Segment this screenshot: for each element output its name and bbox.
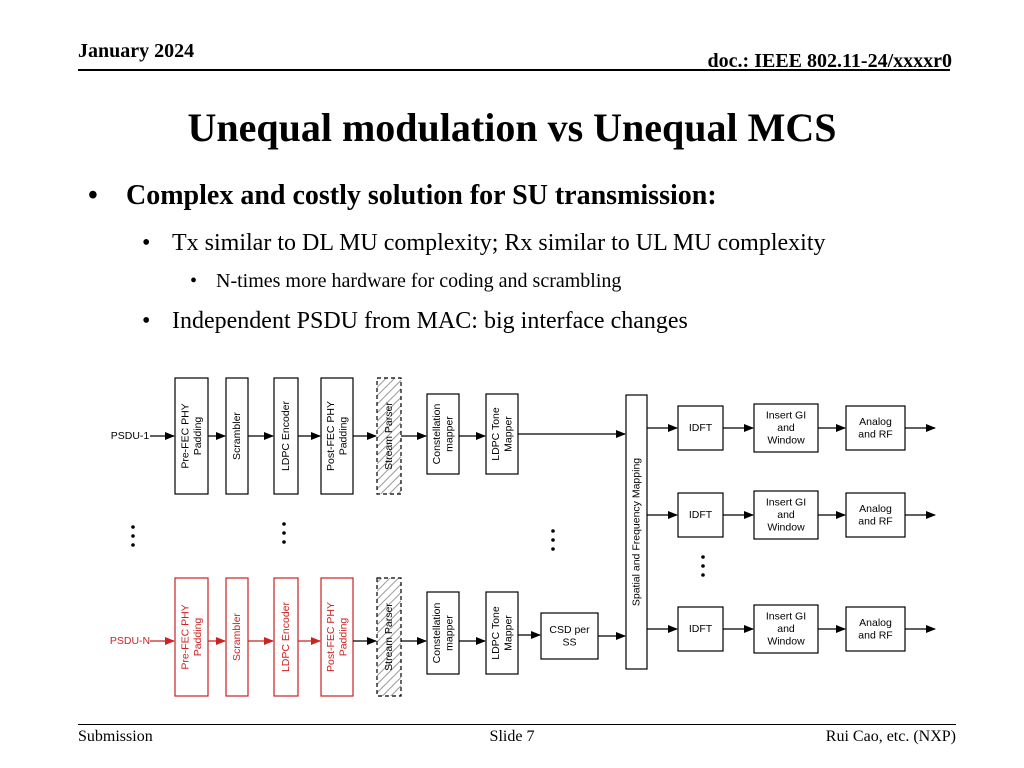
ldpc-label: LDPC Encoder: [280, 400, 292, 471]
psdu-input-label: PSDU-N: [110, 635, 150, 647]
header-doc-id: doc.: IEEE 802.11-24/xxxxr0: [707, 50, 952, 72]
idft-label: IDFT: [689, 623, 713, 635]
prefec-label: Padding: [192, 618, 204, 657]
ellipsis-dots: [701, 555, 705, 559]
insert-gi-window-label: Insert GI: [766, 611, 806, 623]
insert-gi-window-label: Window: [767, 636, 805, 648]
bullet-level2-second: • Independent PSDU from MAC: big interfac…: [142, 308, 688, 335]
prefec-label: Padding: [192, 417, 204, 456]
ellipsis-dots: [551, 538, 555, 542]
scrambler-block: [225, 577, 249, 697]
insert-gi-window-label: and: [777, 509, 795, 521]
scrambler-label: Scrambler: [231, 412, 243, 460]
footer-slide-number: Slide 7: [489, 728, 535, 745]
analog-rf-block: [845, 492, 906, 538]
csd-per-ss-block: [540, 612, 599, 660]
postfec-label: Padding: [337, 417, 349, 456]
postfec-label: Post-FEC PHY: [325, 602, 337, 672]
analog-rf-label: Analog: [859, 617, 892, 629]
bullet-level3: • N-times more hardware for coding and sc…: [190, 270, 621, 293]
csd-per-ss-label: SS: [562, 636, 576, 648]
constellation-block: [426, 393, 460, 475]
analog-rf-label: and RF: [858, 428, 892, 440]
insert-gi-window-label: and: [777, 623, 795, 635]
bullet-dot: •: [142, 230, 151, 256]
idft-block: [677, 405, 724, 451]
prefec-label: Pre-FEC PHY: [179, 403, 191, 468]
insert-gi-window-block: [753, 604, 819, 654]
tonemapper-label: Mapper: [502, 416, 514, 452]
ellipsis-dots: [131, 525, 135, 529]
constellation-label: mapper: [443, 615, 455, 651]
insert-gi-window-label: Insert GI: [766, 410, 806, 422]
tonemapper-block: [485, 591, 519, 675]
streamparser-block: [376, 577, 402, 697]
constellation-label: Constellation: [431, 403, 443, 464]
prefec-block: [174, 577, 209, 697]
tonemapper-block: [485, 393, 519, 475]
spatial-mapping-label: Spatial and Frequency Mapping: [631, 458, 643, 606]
ellipsis-dots: [701, 573, 705, 577]
slide-title: Unequal modulation vs Unequal MCS: [187, 105, 837, 150]
bullet-level2-first: • Tx similar to DL MU complexity; Rx simi…: [142, 230, 825, 257]
idft-block: [677, 492, 724, 538]
ldpc-block: [273, 577, 299, 697]
analog-rf-block: [845, 606, 906, 652]
insert-gi-window-label: and: [777, 422, 795, 434]
footer-author: Rui Cao, etc. (NXP): [825, 728, 956, 745]
csd-per-ss-label: CSD per: [549, 624, 590, 636]
footer-submission: Submission: [78, 728, 153, 745]
scrambler-label: Scrambler: [231, 613, 243, 661]
header-rule: [78, 69, 950, 71]
postfec-label: Padding: [337, 618, 349, 657]
bullet-dot: •: [190, 270, 198, 292]
analog-rf-label: and RF: [858, 515, 892, 527]
insert-gi-window-label: Insert GI: [766, 497, 806, 509]
insert-gi-window-label: Window: [767, 435, 805, 447]
postfec-label: Post-FEC PHY: [325, 401, 337, 471]
ellipsis-dots: [701, 564, 705, 568]
insert-gi-window-label: Window: [767, 522, 805, 534]
spatial-mapping-block: [625, 394, 648, 670]
idft-label: IDFT: [689, 422, 713, 434]
ellipsis-dots: [282, 531, 286, 535]
idft-label: IDFT: [689, 509, 713, 521]
constellation-label: Constellation: [431, 602, 443, 663]
tonemapper-label: LDPC Tone: [490, 407, 502, 461]
prefec-label: Pre-FEC PHY: [179, 604, 191, 669]
tonemapper-label: Mapper: [502, 615, 514, 651]
ldpc-label: LDPC Encoder: [280, 601, 292, 672]
bullet-text: Independent PSDU from MAC: big interface…: [172, 308, 688, 334]
analog-rf-label: and RF: [858, 629, 892, 641]
analog-rf-block: [845, 405, 906, 451]
ellipsis-dots: [282, 522, 286, 526]
bullet-text: Tx similar to DL MU complexity; Rx simil…: [172, 230, 826, 256]
postfec-block: [320, 577, 354, 697]
bullet-text: Complex and costly solution for SU trans…: [126, 180, 717, 211]
ellipsis-dots: [131, 534, 135, 538]
footer-rule: [78, 724, 956, 725]
analog-rf-label: Analog: [859, 416, 892, 428]
bullet-text: N-times more hardware for coding and scr…: [216, 270, 622, 292]
analog-rf-label: Analog: [859, 503, 892, 515]
bullet-level1: • Complex and costly solution for SU tran…: [88, 180, 717, 212]
insert-gi-window-block: [753, 490, 819, 540]
streamparser-block: [376, 377, 402, 495]
constellation-block: [426, 591, 460, 675]
constellation-label: mapper: [443, 416, 455, 452]
tonemapper-label: LDPC Tone: [490, 606, 502, 660]
bullet-dot: •: [88, 180, 98, 211]
bullet-dot: •: [142, 308, 151, 334]
header-date: January 2024: [78, 40, 195, 62]
streamparser-label: Stream Parser: [383, 402, 395, 470]
streamparser-label: Stream Parser: [383, 603, 395, 671]
ellipsis-dots: [282, 540, 286, 544]
ellipsis-dots: [131, 543, 135, 547]
ellipsis-dots: [551, 529, 555, 533]
ellipsis-dots: [551, 547, 555, 551]
psdu-input-label: PSDU-1: [111, 430, 150, 442]
